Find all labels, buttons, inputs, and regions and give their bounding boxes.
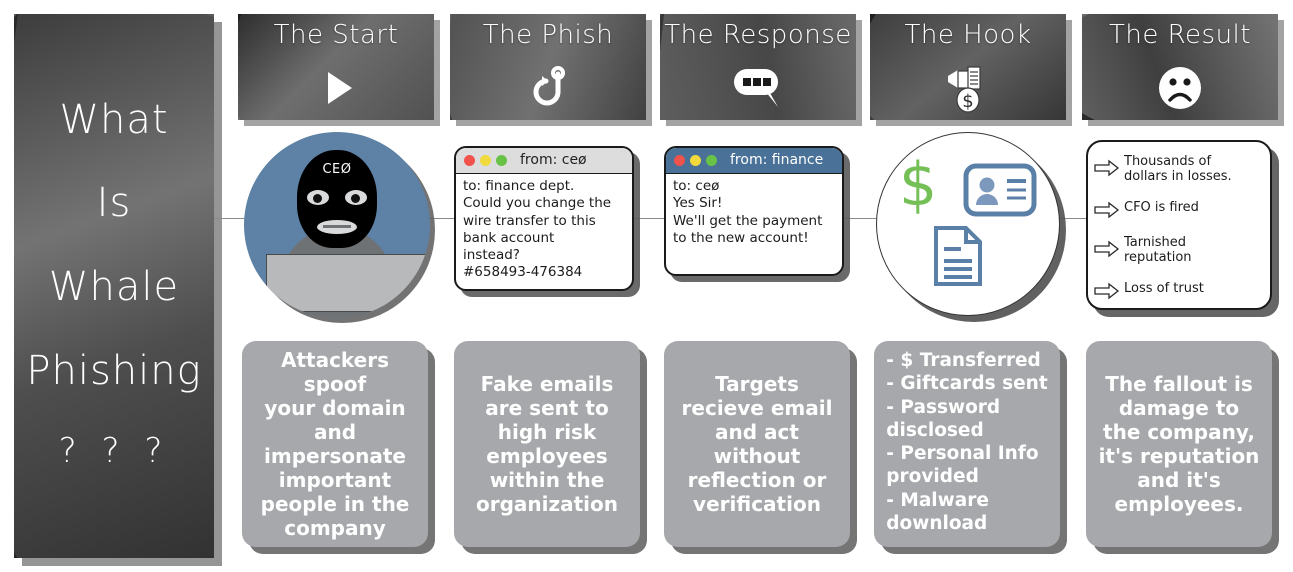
connector-attacker-to-phish <box>426 218 462 219</box>
email-body-text: to: finance dept. Could you change the w… <box>463 178 612 281</box>
description-text: Attackers spoof your domain and imperson… <box>260 348 410 540</box>
result-item-text: Thousands of dollars in losses. <box>1124 154 1232 185</box>
description-box-the-result: The fallout is damage to the company, it… <box>1086 341 1272 547</box>
column-the-result: The Result Thousands of dollars in losse… <box>1082 0 1290 572</box>
arrow-right-icon <box>1094 201 1120 219</box>
hook-circle: $ <box>876 132 1060 316</box>
document-icon <box>933 225 983 292</box>
result-item: Loss of trust <box>1094 281 1262 300</box>
graphic-result-list: Thousands of dollars in losses. CFO is f… <box>1082 128 1290 318</box>
header-tile-background-photo <box>238 14 434 120</box>
header-tile-the-result[interactable]: The Result <box>1082 14 1278 120</box>
graphic-hook-circle: $ <box>870 128 1078 318</box>
email-from-label: from: ceø <box>520 152 587 168</box>
result-item: Tarnished reputation <box>1094 235 1262 266</box>
result-item-text: CFO is fired <box>1124 200 1199 216</box>
attacker-eye-right <box>345 190 367 205</box>
result-item-text: Tarnished reputation <box>1124 234 1192 266</box>
title-line-4: Phishing <box>26 347 202 394</box>
graphic-attacker-avatar: CEØ <box>238 128 446 318</box>
description-box-the-phish: Fake emails are sent to high risk employ… <box>454 341 640 547</box>
connector-hook-to-result <box>1052 218 1092 219</box>
title-line-3: Whale <box>48 263 180 310</box>
fish-hook-icon <box>450 60 646 116</box>
hand-holding-cash-icon: $ <box>870 60 1066 116</box>
window-dot-red <box>464 154 475 166</box>
arrow-right-icon <box>1094 159 1120 177</box>
header-tile-the-hook[interactable]: The Hook $ <box>870 14 1066 120</box>
window-dot-yellow <box>480 154 491 166</box>
laptop-icon <box>266 254 426 312</box>
dollar-sign-icon: $ <box>899 150 938 220</box>
description-box-the-hook: - $ Transferred - Giftcards sent - Passw… <box>874 341 1060 547</box>
attacker-mouth <box>317 220 357 234</box>
result-item: CFO is fired <box>1094 200 1262 219</box>
email-card-from-ceo[interactable]: from: ceø to: finance dept. Could you ch… <box>454 146 634 291</box>
arrow-right-icon <box>1094 240 1120 258</box>
connector-panel-to-attacker <box>214 218 260 219</box>
description-text: The fallout is damage to the company, it… <box>1098 372 1260 516</box>
speech-bubble-icon <box>660 60 856 116</box>
header-tile-the-phish[interactable]: The Phish <box>450 14 646 120</box>
sad-face-icon <box>1082 60 1278 116</box>
id-card-icon <box>963 163 1037 222</box>
description-text: Targets recieve email and act without re… <box>681 372 833 516</box>
result-item-text: Loss of trust <box>1124 281 1204 296</box>
header-tile-the-response[interactable]: The Response <box>660 14 856 120</box>
attacker-eye-left <box>307 190 329 205</box>
connector-phish-to-response <box>630 218 672 219</box>
window-dot-red <box>674 154 685 166</box>
description-text: - $ Transferred - Giftcards sent - Passw… <box>886 350 1048 535</box>
play-triangle-icon <box>238 60 434 116</box>
email-title-bar: from: ceø <box>456 148 632 174</box>
title-line-1: What <box>59 96 169 143</box>
title-question-marks: ? ? ? <box>58 431 170 472</box>
window-dot-yellow <box>690 154 701 166</box>
column-the-start: The Start CEØ Attackers spoof your domai… <box>238 0 446 572</box>
column-the-phish: The Phish from: ceø to: finance dept. Co… <box>450 0 658 572</box>
svg-text:$: $ <box>962 91 973 112</box>
header-tile-label: The Start <box>273 20 399 50</box>
header-tile-background-photo <box>660 14 856 120</box>
attacker-mask-label: CEØ <box>322 162 352 177</box>
graphic-email-card-response: from: finance to: ceø Yes Sir! We'll get… <box>660 128 868 318</box>
header-tile-label: The Result <box>1109 20 1251 50</box>
result-box: Thousands of dollars in losses. CFO is f… <box>1086 140 1272 310</box>
title-panel: What Is Whale Phishing ? ? ? <box>14 14 214 558</box>
description-box-the-response: Targets recieve email and act without re… <box>664 341 850 547</box>
column-the-response: The Response from: finance <box>660 0 868 572</box>
description-text: Fake emails are sent to high risk employ… <box>475 372 619 516</box>
header-tile-label: The Phish <box>482 20 614 50</box>
title-panel-background-photo <box>14 14 214 558</box>
attacker-circle: CEØ <box>244 132 430 318</box>
title-line-2: Is <box>96 180 132 227</box>
email-from-label: from: finance <box>730 152 824 168</box>
result-item: Thousands of dollars in losses. <box>1094 154 1262 185</box>
email-body-text: to: ceø Yes Sir! We'll get the payment t… <box>673 178 823 246</box>
attacker-balaclava: CEØ <box>297 150 377 248</box>
window-dot-green <box>706 154 717 166</box>
header-tile-label: The Hook <box>904 20 1032 50</box>
window-dot-green <box>496 154 507 166</box>
email-title-bar: from: finance <box>666 148 842 174</box>
header-tile-the-start[interactable]: The Start <box>238 14 434 120</box>
description-box-the-start: Attackers spoof your domain and imperson… <box>242 341 428 547</box>
email-card-from-finance[interactable]: from: finance to: ceø Yes Sir! We'll get… <box>664 146 844 276</box>
graphic-email-card-phish: from: ceø to: finance dept. Could you ch… <box>450 128 658 318</box>
column-the-hook: The Hook $ $ <box>870 0 1078 572</box>
connector-response-to-hook <box>838 218 886 219</box>
arrow-right-icon <box>1094 282 1120 300</box>
title-panel-text: What Is Whale Phishing ? ? ? <box>14 14 214 558</box>
header-tile-label: The Response <box>664 20 852 50</box>
